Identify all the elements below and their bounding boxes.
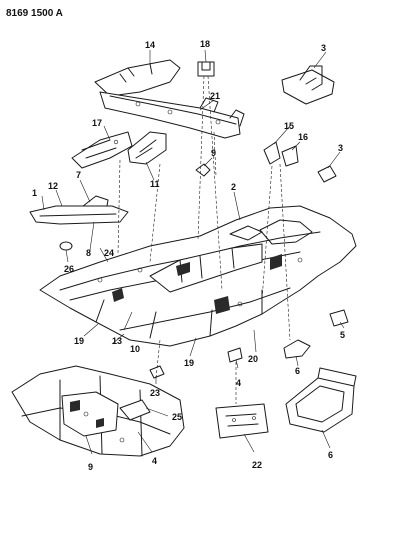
tray-6 (285, 367, 357, 433)
callout-12: 12 (48, 181, 58, 191)
callout-19-right: 19 (184, 358, 194, 368)
callout-3-lower: 3 (338, 143, 343, 153)
document-id: 8169 1500 A (6, 8, 63, 19)
bracket-11 (127, 131, 167, 165)
callout-21: 21 (210, 91, 220, 101)
callout-6-lower: 6 (328, 450, 333, 460)
callout-20: 20 (248, 354, 258, 364)
rail-17 (71, 131, 133, 169)
callout-16: 16 (298, 132, 308, 142)
front-crossmember (94, 59, 245, 139)
callout-23: 23 (150, 388, 160, 398)
callout-4-lower: 4 (152, 456, 157, 466)
callout-25: 25 (172, 412, 182, 422)
callout-1: 1 (32, 188, 37, 198)
callout-9-lower: 9 (88, 462, 93, 472)
bracket-22 (215, 403, 269, 439)
bracket-3-lower (317, 165, 337, 183)
callout-13: 13 (112, 336, 122, 346)
callout-7: 7 (76, 170, 81, 180)
callout-10: 10 (130, 344, 140, 354)
bracket-18 (197, 61, 215, 77)
callout-5: 5 (340, 330, 345, 340)
clip-4-upper (227, 347, 243, 363)
callout-14: 14 (145, 40, 155, 50)
callout-17: 17 (92, 118, 102, 128)
bracket-3-upper (281, 65, 335, 105)
callout-8: 8 (86, 248, 91, 258)
callout-4-upper: 4 (236, 378, 241, 388)
callout-labels: 14 18 3 21 17 15 16 3 9 11 7 2 1 12 8 24… (32, 39, 345, 472)
bracket-6-small (283, 339, 311, 359)
bracket-9 (195, 163, 211, 177)
clip-5 (329, 309, 349, 327)
callout-22: 22 (252, 460, 262, 470)
clip-23 (149, 365, 165, 379)
callout-6-upper: 6 (295, 366, 300, 376)
leader-lines (41, 49, 345, 455)
callout-11: 11 (150, 179, 160, 189)
callout-3-upper: 3 (321, 43, 326, 53)
callout-15: 15 (284, 121, 294, 131)
callout-9-upper: 9 (211, 148, 216, 158)
brackets-15-16 (263, 141, 299, 167)
detail-view (11, 365, 185, 457)
callout-26: 26 (64, 264, 74, 274)
main-floor-pan (29, 205, 357, 347)
callout-2: 2 (231, 182, 236, 192)
callout-18: 18 (200, 39, 210, 49)
callout-24: 24 (104, 248, 114, 258)
callout-19-left: 19 (74, 336, 84, 346)
